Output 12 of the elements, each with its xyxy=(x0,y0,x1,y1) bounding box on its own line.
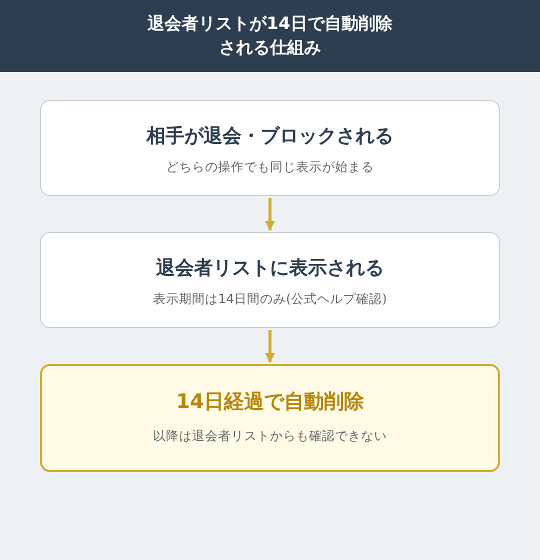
step-description: 以降は退会者リストからも確認できない xyxy=(152,428,388,445)
step-box xyxy=(40,232,500,328)
arrow xyxy=(265,330,275,363)
step-box xyxy=(40,100,500,196)
step-heading: 退会者リストに表示される xyxy=(155,256,385,281)
step-box xyxy=(40,364,500,472)
step-heading: 相手が退会・ブロックされる xyxy=(145,124,394,149)
arrow xyxy=(265,198,275,231)
step-description: どちらの操作でも同じ表示が始まる xyxy=(165,159,375,176)
step-heading: 14日経過で自動削除 xyxy=(175,388,365,415)
title: 退会者リストが14日で自動削除される仕組み xyxy=(146,13,394,60)
step-description: 表示期間は14日間のみ(公式ヘルプ確認) xyxy=(152,291,388,308)
